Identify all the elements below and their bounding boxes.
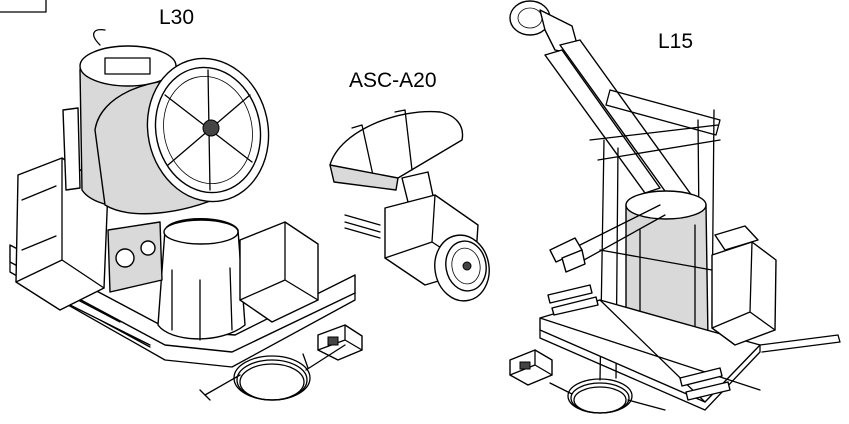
asc-a20-illustration [329,109,490,302]
l30-illustration [9,29,363,401]
corner-frame [0,0,47,13]
l30-label: L30 [159,6,195,29]
l15-label: L15 [658,30,694,53]
asc-a20-label: ASC-A20 [349,69,437,92]
l15-illustration [509,0,841,414]
